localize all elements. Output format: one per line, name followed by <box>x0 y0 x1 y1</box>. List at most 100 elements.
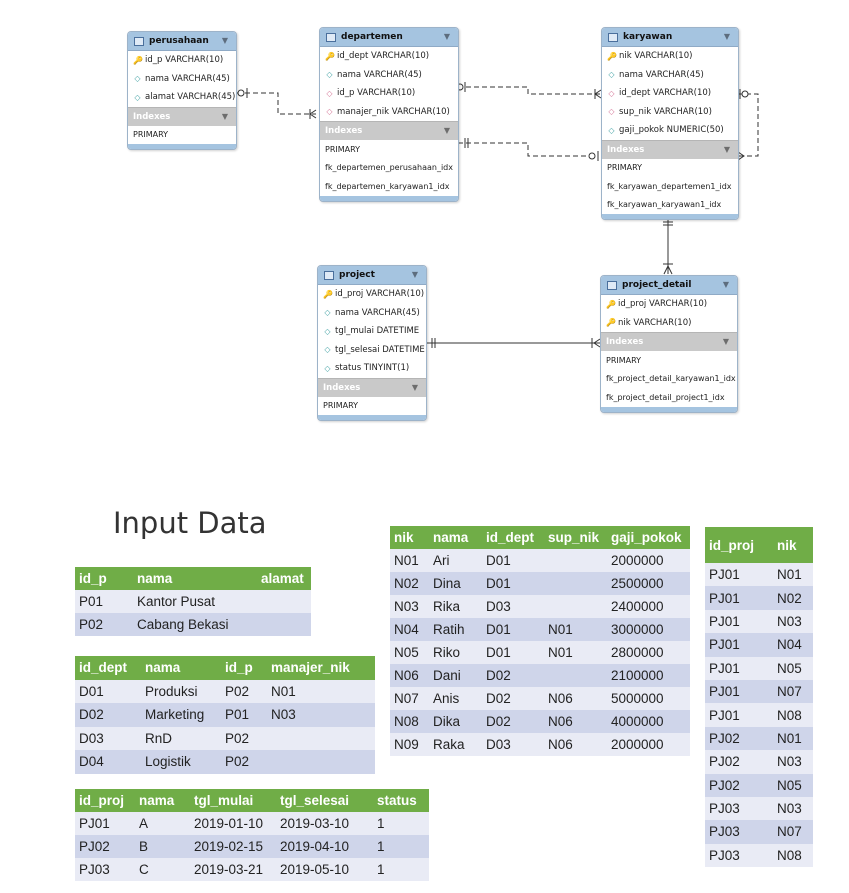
indexes-header[interactable]: Indexes▼ <box>320 121 458 140</box>
table-cell: 4000000 <box>607 710 690 733</box>
table-cell: Ratih <box>429 618 482 641</box>
foreign-primary-key-icon: 🔑 <box>606 299 616 309</box>
column-header: id_dept <box>75 656 141 680</box>
table-cell: PJ01 <box>705 609 773 634</box>
entity-footer <box>602 214 738 219</box>
table-cell: 2019-03-10 <box>276 812 373 835</box>
table-cell: 3000000 <box>607 618 690 641</box>
entity-footer <box>320 195 458 201</box>
entity-header: karyawan ▼ <box>602 28 738 47</box>
table-cell: N04 <box>773 633 813 657</box>
collapse-arrow-icon[interactable]: ▼ <box>723 32 730 41</box>
column-header: status <box>373 789 429 812</box>
entity-karyawan[interactable]: karyawan ▼ 🔑nik VARCHAR(10) ◇nama VARCHA… <box>601 27 739 220</box>
entity-departemen[interactable]: departemen ▼ 🔑id_dept VARCHAR(10) ◇nama … <box>319 27 459 202</box>
table-cell: 2100000 <box>607 664 690 687</box>
indexes-header[interactable]: Indexes▼ <box>318 377 426 397</box>
column-row: ◇nama VARCHAR(45) <box>326 69 422 80</box>
column-row: ◇manajer_nik VARCHAR(10) <box>326 106 450 117</box>
collapse-arrow-icon[interactable]: ▼ <box>221 36 228 45</box>
column-header: id_proj <box>705 527 773 563</box>
foreign-primary-key-icon: 🔑 <box>606 318 616 328</box>
collapse-arrow-icon[interactable]: ▼ <box>723 144 730 154</box>
column-header: id_dept <box>482 526 544 549</box>
table-cell: D01 <box>482 549 544 572</box>
column-header: id_p <box>75 567 133 590</box>
indexes-header[interactable]: Indexes▼ <box>601 332 737 351</box>
column-row: ◇status TINYINT(1) <box>324 363 410 374</box>
table-cell: P01 <box>221 703 267 727</box>
foreign-key-diamond-icon: ◇ <box>608 107 615 117</box>
collapse-arrow-icon[interactable]: ▼ <box>411 382 418 392</box>
column-row: ◇alamat VARCHAR(45) <box>134 92 236 103</box>
column-diamond-icon: ◇ <box>134 74 141 84</box>
table-cell: A <box>135 812 190 835</box>
table-icon <box>134 36 144 46</box>
table-cell: PJ01 <box>75 812 135 835</box>
column-row: ◇tgl_mulai DATETIME <box>324 326 420 337</box>
table-icon <box>326 32 336 42</box>
collapse-arrow-icon[interactable]: ▼ <box>722 337 729 346</box>
collapse-arrow-icon[interactable]: ▼ <box>722 280 729 289</box>
indexes-header[interactable]: Indexes▼ <box>602 139 738 159</box>
table-cell: N01 <box>544 618 607 641</box>
table-cell: N02 <box>390 572 429 595</box>
rel-karyawan-self <box>738 93 759 157</box>
table-cell: PJ02 <box>705 773 773 797</box>
table-cell <box>267 750 375 774</box>
table-cell: N07 <box>773 820 813 844</box>
table-cell: Riko <box>429 641 482 664</box>
table-cell: N06 <box>544 733 607 756</box>
table-cell: N07 <box>773 679 813 704</box>
table-cell: 2000000 <box>607 733 690 756</box>
column-diamond-icon: ◇ <box>608 70 615 80</box>
table-cell: PJ02 <box>75 835 135 858</box>
table-cell: 2019-02-15 <box>190 835 276 858</box>
column-header: nik <box>390 526 429 549</box>
column-row: ◇nama VARCHAR(45) <box>134 73 230 84</box>
table-cell: PJ01 <box>705 656 773 680</box>
entity-perusahaan[interactable]: perusahaan ▼ 🔑id_p VARCHAR(10) ◇nama VAR… <box>127 31 237 150</box>
indexes-header[interactable]: Indexes▼ <box>128 106 236 126</box>
entity-footer <box>601 406 737 412</box>
table-cell: Anis <box>429 687 482 710</box>
entity-footer <box>318 415 426 420</box>
collapse-arrow-icon[interactable]: ▼ <box>411 270 418 279</box>
collapse-arrow-icon[interactable]: ▼ <box>221 111 228 121</box>
table-cell <box>544 664 607 687</box>
column-header: id_proj <box>75 789 135 812</box>
column-row: ◇id_dept VARCHAR(10) <box>608 88 712 99</box>
column-header: nama <box>133 567 257 590</box>
table-cell: 2019-01-10 <box>190 812 276 835</box>
column-row: 🔑id_proj VARCHAR(10) <box>606 299 708 310</box>
collapse-arrow-icon[interactable]: ▼ <box>443 126 450 135</box>
column-diamond-icon: ◇ <box>324 345 331 355</box>
table-cell: C <box>135 858 190 881</box>
rel-perusahaan-departemen <box>237 92 316 115</box>
entity-project-detail[interactable]: project_detail ▼ 🔑id_proj VARCHAR(10) 🔑n… <box>600 275 738 413</box>
table-cell: N03 <box>267 703 375 727</box>
table-cell: PJ01 <box>705 633 773 657</box>
entity-project[interactable]: project ▼ 🔑id_proj VARCHAR(10) ◇nama VAR… <box>317 265 427 421</box>
table-cell: N03 <box>390 595 429 618</box>
table-cell: PJ01 <box>705 679 773 704</box>
table-cell: D01 <box>482 641 544 664</box>
index-row: fk_departemen_karyawan1_idx <box>325 181 450 191</box>
table-cell: Rika <box>429 595 482 618</box>
table-cell: Kantor Pusat <box>133 590 257 613</box>
table-cell: N01 <box>773 563 813 587</box>
collapse-arrow-icon[interactable]: ▼ <box>443 32 450 41</box>
entity-title: project_detail <box>622 280 692 290</box>
table-cell: Dika <box>429 710 482 733</box>
table-cell: 1 <box>373 835 429 858</box>
